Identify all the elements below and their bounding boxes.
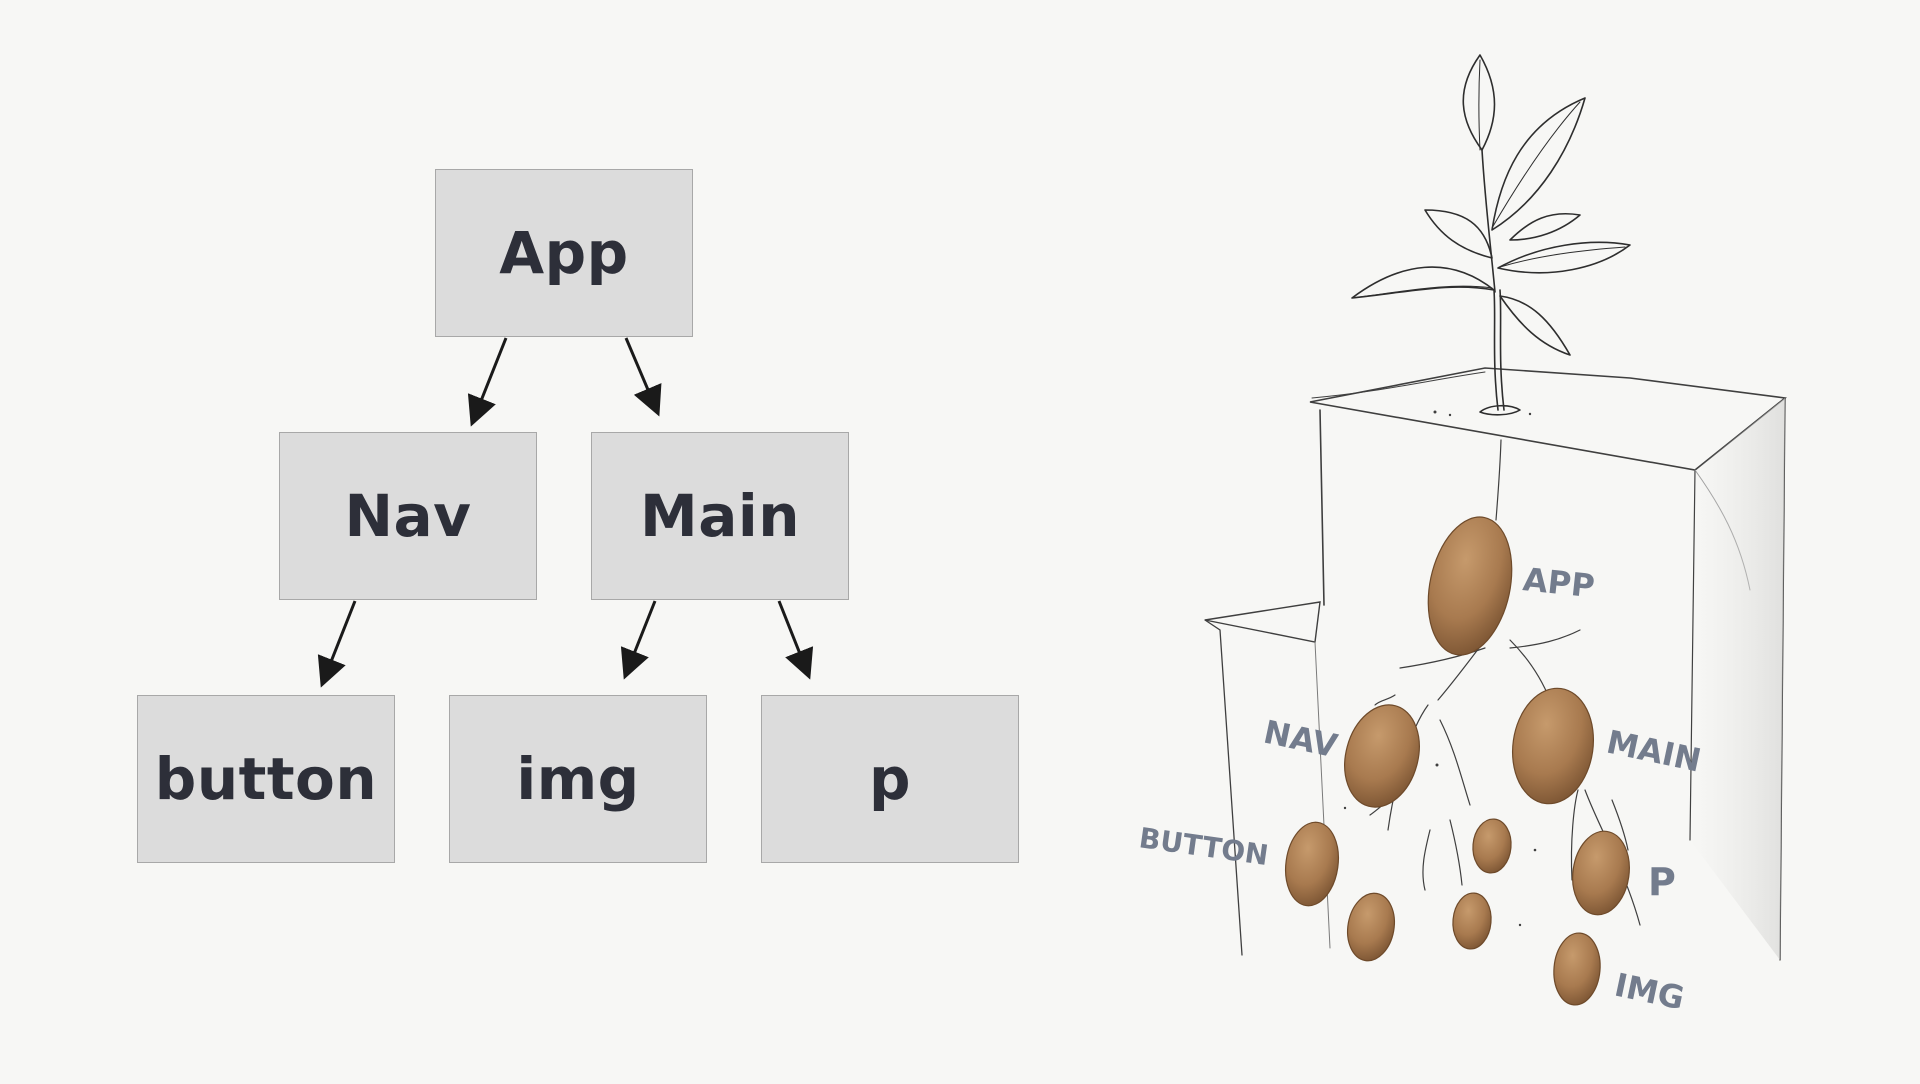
- sketch-label-p: P: [1648, 860, 1676, 904]
- arrow-main-to-img: [620, 600, 657, 680]
- node-button: button: [137, 695, 395, 863]
- node-p: p: [761, 695, 1019, 863]
- potato-main: [1511, 687, 1595, 805]
- node-nav: Nav: [279, 432, 537, 600]
- potato-button: [1284, 821, 1340, 907]
- soil-side-shade: [1690, 398, 1785, 960]
- node-main-label: Main: [639, 482, 801, 550]
- sketch-label-main: MAIN: [1603, 723, 1704, 780]
- node-img-label: img: [516, 745, 640, 813]
- arrow-app-to-nav: [467, 337, 508, 427]
- node-main: Main: [591, 432, 849, 600]
- potato-button-child: [1346, 892, 1396, 962]
- potato-img: [1553, 932, 1601, 1006]
- sketch-label-nav: NAV: [1260, 713, 1341, 766]
- potato-plant-sketch: APP NAV MAIN BUTTON P IMG: [1137, 54, 1787, 1018]
- potato-img-small: [1472, 818, 1512, 874]
- arrow-main-to-p: [777, 600, 814, 680]
- node-button-label: button: [154, 745, 378, 813]
- potato-nav: [1344, 704, 1420, 808]
- arrow-app-to-main: [624, 337, 662, 417]
- node-img: img: [449, 695, 707, 863]
- sketch-label-img: IMG: [1611, 966, 1687, 1018]
- potato-img-lower: [1452, 892, 1492, 950]
- potatoes: [1284, 516, 1630, 1006]
- arrow-nav-to-button: [317, 600, 357, 688]
- node-app: App: [435, 169, 693, 337]
- sketch-label-button: BUTTON: [1137, 821, 1270, 872]
- node-nav-label: Nav: [344, 482, 472, 550]
- potato-app: [1427, 516, 1513, 656]
- soil-specks: [1343, 410, 1537, 927]
- potato-p: [1572, 830, 1630, 916]
- plant-sprout: [1351, 54, 1631, 416]
- sketch-label-app: APP: [1521, 560, 1596, 605]
- potato-plant-illustration: APP NAV MAIN BUTTON P IMG: [1080, 0, 1920, 1080]
- node-app-label: App: [499, 219, 629, 287]
- component-tree-diagram: App Nav Main button img p: [137, 169, 1019, 863]
- node-p-label: p: [868, 745, 912, 813]
